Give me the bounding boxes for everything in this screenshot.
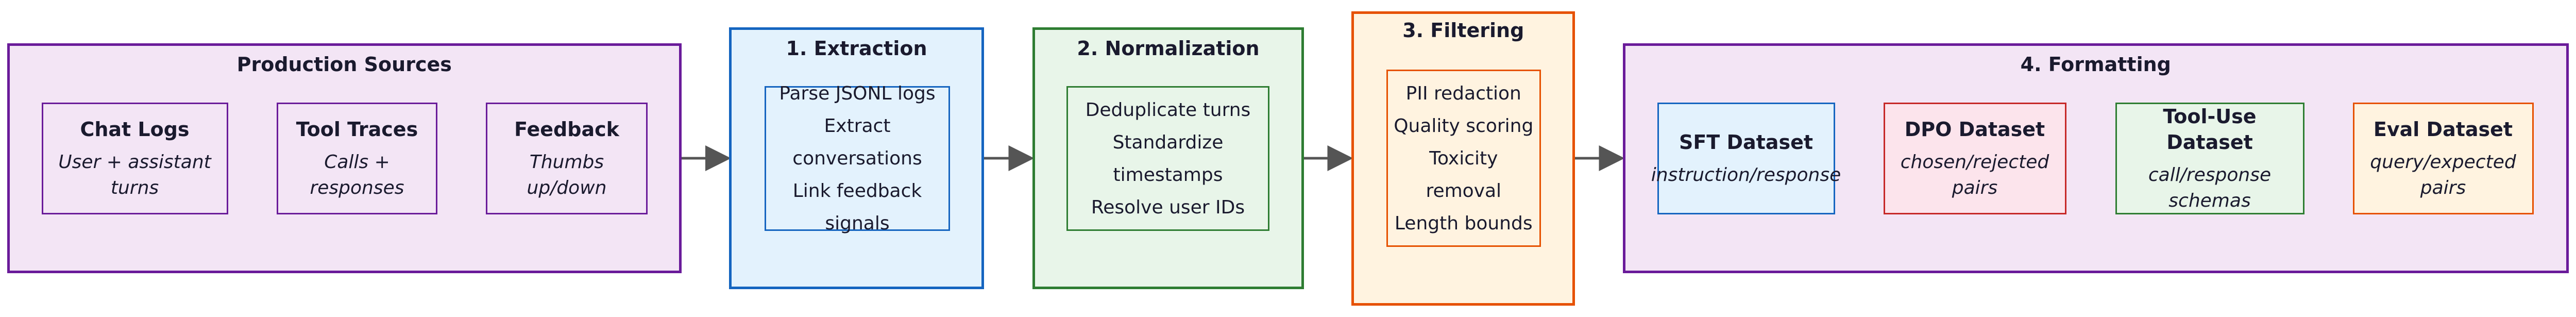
node-sub: query/expected pairs (2370, 151, 2516, 198)
step-line: PII redaction (1405, 82, 1521, 104)
group-title: 4. Formatting (2020, 53, 2171, 76)
dpo-dataset-node[interactable]: DPO Dataset chosen/rejected pairs (1883, 103, 2066, 214)
step-line: Resolve user IDs (1091, 196, 1245, 218)
step-line: Deduplicate turns (1085, 99, 1251, 121)
node-sub: User + assistant turns (58, 151, 211, 198)
node-sub: Calls + responses (310, 151, 404, 198)
node-label: Feedback (514, 118, 619, 141)
node-label: Chat Logs (80, 118, 190, 141)
node-label: SFT Dataset (1679, 130, 1814, 154)
step-line: Link feedback signals (792, 180, 922, 234)
extraction-steps-node[interactable]: Parse JSONL logs Extract conversations L… (765, 83, 950, 234)
node-label: DPO Dataset (1904, 118, 2045, 141)
step-line: Toxicity removal (1426, 147, 1502, 202)
normalization-steps-node[interactable]: Deduplicate turns Standardize timestamps… (1066, 86, 1269, 231)
node-sub: call/response schemas (2148, 164, 2272, 211)
node-sub: chosen/rejected pairs (1900, 151, 2049, 198)
group-title: 2. Normalization (1077, 37, 1260, 60)
node-label: Tool Traces (296, 118, 418, 141)
feedback-node[interactable]: Feedback Thumbs up/down (486, 103, 648, 214)
step-line: Standardize timestamps (1112, 131, 1224, 186)
tool-traces-node[interactable]: Tool Traces Calls + responses (277, 103, 437, 214)
step-line: Length bounds (1394, 212, 1533, 234)
step-line: Extract conversations (792, 115, 922, 169)
tool-use-dataset-node[interactable]: Tool-Use Dataset call/response schemas (2115, 103, 2304, 214)
node-label: Tool-Use Dataset (2163, 105, 2257, 154)
node-sub: instruction/response (1651, 164, 1841, 186)
step-line: Quality scoring (1394, 115, 1534, 137)
group-title: 3. Filtering (1402, 19, 1524, 42)
sft-dataset-node[interactable]: SFT Dataset instruction/response (1651, 103, 1841, 214)
eval-dataset-node[interactable]: Eval Dataset query/expected pairs (2352, 103, 2534, 214)
chat-logs-node[interactable]: Chat Logs User + assistant turns (41, 103, 228, 214)
node-sub: Thumbs up/down (527, 151, 607, 198)
group-title: Production Sources (236, 53, 452, 76)
node-label: Eval Dataset (2373, 118, 2513, 141)
filtering-steps-node[interactable]: PII redaction Quality scoring Toxicity r… (1386, 70, 1541, 247)
group-title: 1. Extraction (786, 37, 927, 60)
step-line: Parse JSONL logs (779, 83, 936, 104)
